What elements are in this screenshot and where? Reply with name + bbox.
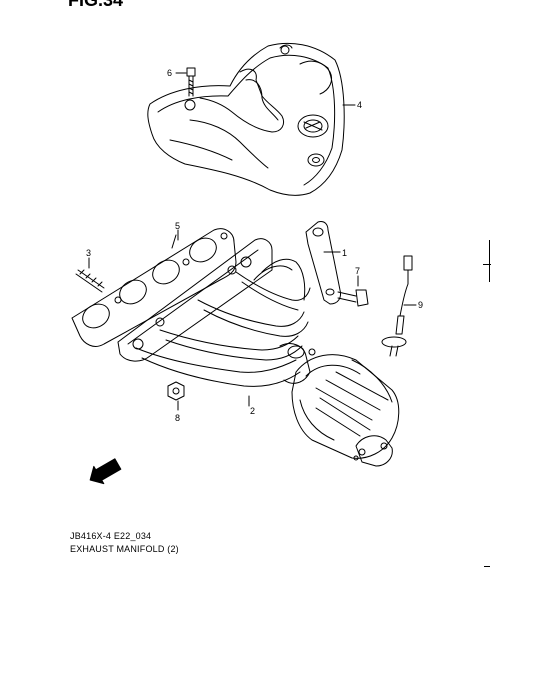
callout-9: 9 — [418, 300, 423, 310]
figure-name: EXHAUST MANIFOLD (2) — [70, 544, 179, 554]
callout-1: 1 — [342, 248, 347, 258]
bolt-part-7 — [337, 275, 369, 307]
callout-8: 8 — [175, 413, 180, 423]
callout-6: 6 — [167, 68, 172, 78]
callout-7: 7 — [355, 266, 360, 276]
page-edge-mark-horizontal — [483, 264, 491, 265]
page-edge-mark-vertical — [489, 240, 490, 282]
heat-shield-part-4 — [147, 42, 356, 196]
gasket-part-5 — [71, 228, 237, 347]
callout-5: 5 — [175, 221, 180, 231]
forward-direction-arrow — [89, 458, 122, 485]
callout-2: 2 — [250, 406, 255, 416]
stud-part-3 — [75, 257, 105, 293]
exhaust-manifold-part-2 — [117, 238, 400, 467]
bracket-part-1 — [305, 221, 341, 305]
bolt-part-6 — [175, 67, 196, 97]
oxygen-sensor-part-9 — [381, 255, 417, 357]
nut-part-8 — [167, 381, 185, 411]
page-edge-mark-bottom — [484, 566, 490, 567]
figure-title: FIG.34 — [68, 0, 124, 10]
figure-code: JB416X-4 E22_034 — [70, 531, 152, 541]
callout-3: 3 — [86, 248, 91, 258]
callout-4: 4 — [357, 100, 362, 110]
